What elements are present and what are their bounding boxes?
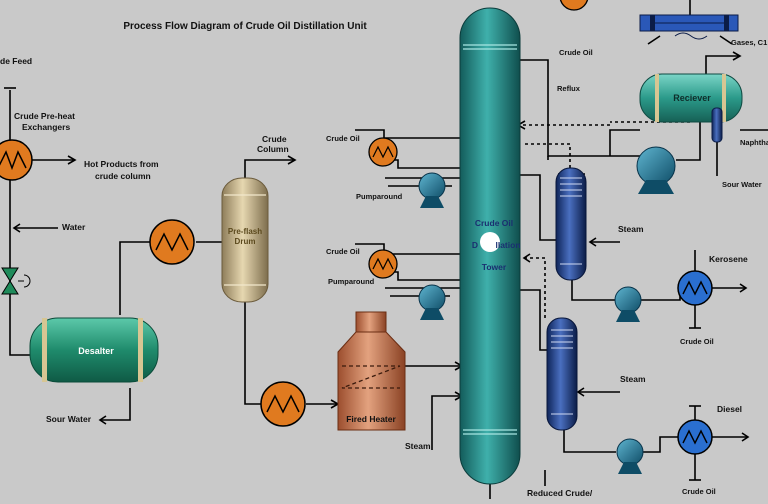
fired-heater-label: Fired Heater [346, 414, 396, 424]
label-steam-stripper1: Steam [618, 224, 644, 234]
label-water: Water [62, 222, 86, 232]
label-pumparound-2: Pumparound [328, 277, 375, 286]
label-reflux: Reflux [557, 84, 581, 93]
side-stripper-1 [555, 167, 587, 281]
pump-icon [418, 284, 446, 320]
crude-distillation-tower [459, 7, 521, 485]
cursor-marker-icon [480, 232, 500, 252]
label-sour-water-left: Sour Water [46, 414, 92, 424]
tower-label-line2a: D [472, 240, 478, 250]
label-steam-bottom: Steam [405, 441, 431, 451]
heat-exchanger-icon [260, 381, 306, 427]
cooler-exchanger-icon [677, 419, 713, 455]
desalter-label: Desalter [78, 346, 114, 356]
label-crude-oil-pa1: Crude Oil [326, 134, 360, 143]
label-crude-oil-kero: Crude Oil [680, 337, 714, 346]
label-preheat-line1: Crude Pre-heat [14, 111, 75, 121]
heat-exchanger-icon [368, 249, 398, 279]
label-pumparound-1: Pumparound [356, 192, 403, 201]
overhead-condenser [639, 14, 739, 40]
label-crude-oil-diesel: Crude Oil [682, 487, 716, 496]
label-crude-feed: de Feed [0, 56, 32, 66]
desalter-vessel [29, 317, 159, 383]
tower-label-line2b: llation [495, 240, 520, 250]
label-naphtha: Naphtha [740, 138, 768, 147]
pump-icon [616, 438, 644, 474]
receiver-drum [639, 73, 743, 143]
label-kerosene: Kerosene [709, 254, 748, 264]
preflash-label-line2: Drum [235, 237, 256, 246]
tower-label-line1: Crude Oil [475, 218, 513, 228]
label-diesel: Diesel [717, 404, 742, 414]
preflash-drum [221, 177, 269, 303]
receiver-label: Reciever [673, 93, 711, 103]
heat-exchanger-icon [368, 137, 398, 167]
tower-label-line3: Tower [482, 262, 507, 272]
label-sour-water-right: Sour Water [722, 180, 762, 189]
control-valve-icon [1, 267, 31, 295]
label-gases: Gases, C1 [731, 38, 767, 47]
piping [4, 0, 768, 499]
label-crude-column-line2: Column [257, 144, 289, 154]
label-crude-oil-pa2: Crude Oil [326, 247, 360, 256]
pump-icon [614, 286, 642, 322]
label-crude-oil-top: Crude Oil [559, 48, 593, 57]
heat-exchanger-icon [0, 139, 33, 181]
side-stripper-2 [546, 317, 578, 431]
label-hot-products-line1: Hot Products from [84, 159, 159, 169]
heat-exchanger-icon [559, 0, 589, 11]
label-crude-column-line1: Crude [262, 134, 287, 144]
cooler-exchanger-icon [677, 270, 713, 306]
diagram-title: Process Flow Diagram of Crude Oil Distil… [123, 21, 367, 32]
label-steam-stripper2: Steam [620, 374, 646, 384]
preflash-label-line1: Pre-flash [228, 227, 262, 236]
heat-exchanger-icon [149, 219, 195, 265]
label-hot-products-line2: crude column [95, 171, 151, 181]
label-reduced-crude: Reduced Crude/ [527, 488, 593, 498]
pump-icon [418, 172, 446, 208]
label-preheat-line2: Exchangers [22, 122, 70, 132]
fired-heater [337, 311, 406, 431]
pump-icon [636, 146, 676, 194]
